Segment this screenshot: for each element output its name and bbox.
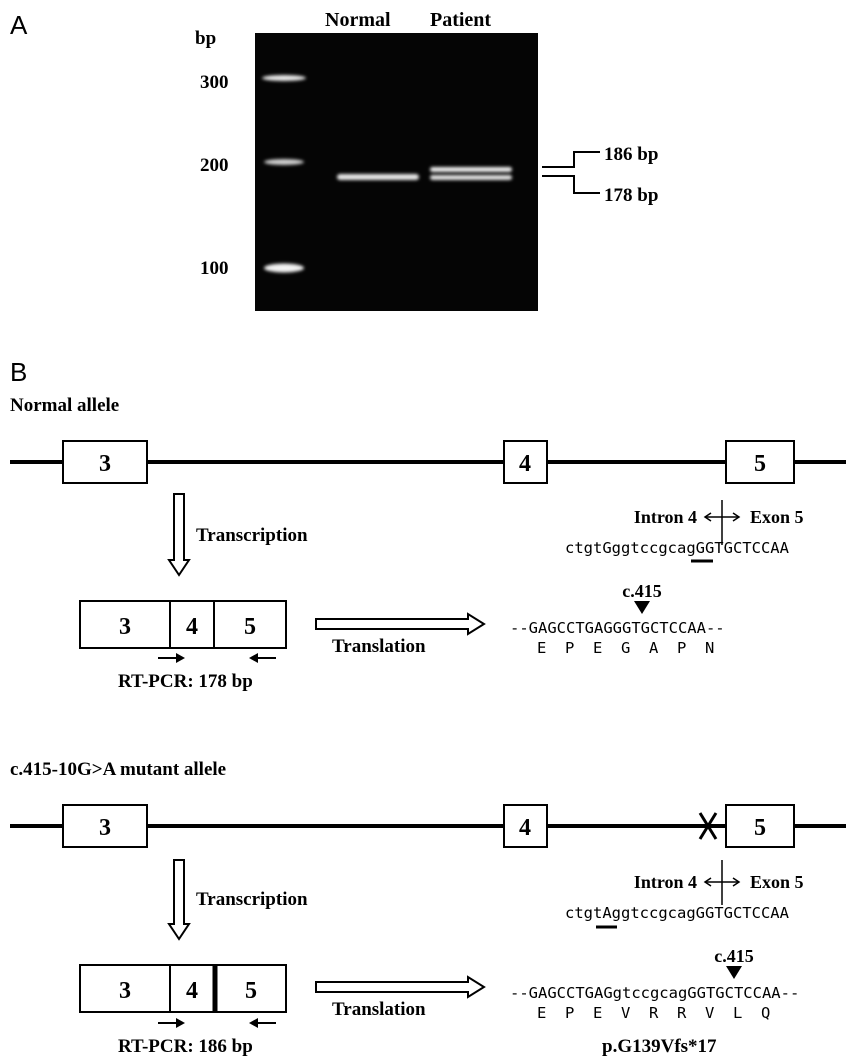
normal-mrna [79,600,287,649]
ladder-band-300 [262,75,306,81]
normal-translation-label: Translation [332,636,426,657]
normal-rtpcr-label: RT-PCR: 178 bp [118,671,253,692]
mutant-exon-4 [503,804,548,848]
protein-change-label: p.G139Vfs*17 [602,1036,717,1057]
normal-forward-primer-arrowhead [176,653,185,663]
ladder-label-100: 100 [200,258,229,279]
band-label-178: 178 bp [604,185,658,206]
band-label-186: 186 bp [604,144,658,165]
sample-bands [337,167,512,180]
ladder-bands [262,75,306,273]
mutant-exon-3 [62,804,148,848]
normal-cdna-sequence: --GAGCCTGAGGGTGCTCCAA-- [510,619,725,637]
gel-image [255,33,538,311]
ladder-label-200: 200 [200,155,229,176]
normal-exon-4 [503,440,548,484]
ladder-band-100 [264,263,304,273]
callout-186-line [542,151,600,168]
normal-allele: Normal allele 3 4 5 Transcription Intron… [10,395,846,692]
mutant-forward-primer-arrowhead [176,1018,185,1028]
mutant-mrna-exon-4: 4 [186,978,198,1004]
mutant-protein-sequence: E P E V R R V L Q [537,1004,770,1022]
mutant-mrna [79,964,287,1013]
mutant-transcription-arrow [167,859,191,941]
mutant-position-marker [726,966,742,979]
normal-transcription-label: Transcription [196,525,308,546]
mutant-translation-arrow [315,975,486,999]
normal-mrna-exon-3: 3 [119,614,131,640]
mutant-exon-4-label: 4 [519,815,531,841]
mutant-boundary-sequence: ctgtAggtccgcagGGTGCTCCAA [565,904,790,922]
normal-exon-3 [62,440,148,484]
mutant-rtpcr-label: RT-PCR: 186 bp [118,1036,253,1057]
callout-178-line [542,175,600,194]
mutant-cdna-sequence: --GAGCCTGAGgtccgcagGGTGCTCCAA-- [510,984,799,1002]
mutant-junction-left-arrowhead [703,877,712,887]
normal-position-label: c.415 [622,581,662,601]
mutant-junction-right-arrowhead [732,877,741,887]
normal-protein-sequence: E P E G A P N [537,639,714,657]
mutant-exon-label: Exon 5 [750,872,804,892]
mutant-translation-label: Translation [332,999,426,1020]
mutant-mrna-exon-5: 5 [245,978,257,1004]
mutant-transcription-label: Transcription [196,889,308,910]
normal-mrna-exon-5: 5 [244,614,256,640]
band-callout [542,151,600,194]
mutant-allele-title: c.415-10G>A mutant allele [10,759,226,780]
lane-label-normal: Normal [325,9,391,31]
mutant-exon-5 [725,804,795,848]
normal-junction-left-arrowhead [703,512,712,522]
mutant-exon-3-label: 3 [99,815,111,841]
normal-reverse-primer-arrowhead [249,653,258,663]
mutant-reverse-primer-arrowhead [249,1018,258,1028]
ladder-band-200 [264,159,304,165]
lane-label-patient: Patient [430,9,491,31]
normal-transcription-arrow [167,493,191,577]
normal-allele-title: Normal allele [10,395,119,416]
normal-junction-right-arrowhead [732,512,741,522]
mutant-mrna-exon-3: 3 [119,978,131,1004]
normal-exon-3-label: 3 [99,451,111,477]
normal-exon-5 [725,440,795,484]
panel-b-label: B [10,357,27,387]
patient-band-186 [430,167,512,172]
normal-intron-label: Intron 4 [634,507,697,527]
unit-label: bp [195,28,216,49]
mutant-intron-label: Intron 4 [634,872,697,892]
normal-exon-4-label: 4 [519,451,531,477]
mutant-position-label: c.415 [714,946,754,966]
normal-exon-label: Exon 5 [750,507,804,527]
patient-band-178 [430,175,512,180]
normal-band-178 [337,174,419,180]
mutant-exon-5-label: 5 [754,815,766,841]
ladder-label-300: 300 [200,72,229,93]
mutant-allele: c.415-10G>A mutant allele 3 4 5 Transcri… [10,759,846,1057]
normal-exon-5-label: 5 [754,451,766,477]
mutation-x-icon [698,812,718,840]
normal-boundary-sequence: ctgtGggtccgcagGGTGCTCCAA [565,539,790,557]
panel-a-label: A [10,10,28,40]
normal-translation-arrow [315,612,486,636]
normal-position-marker [634,601,650,614]
normal-mrna-exon-4: 4 [186,614,198,640]
